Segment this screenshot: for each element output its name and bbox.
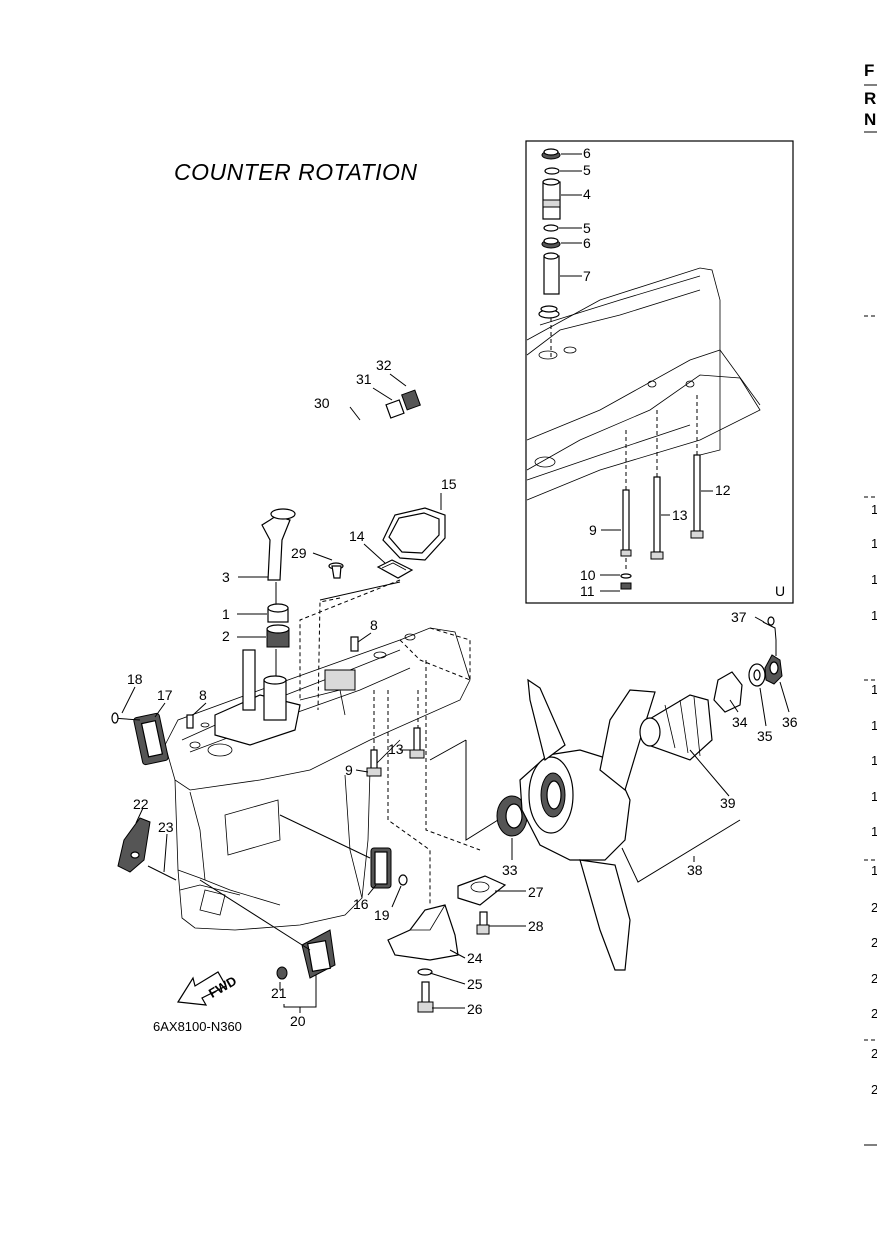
callout-11: 11 — [580, 583, 595, 599]
inset-marker: U — [775, 583, 785, 599]
right-edge-column: F R N 1 1 1 1 1 1 1 1 1 1 2 2 2 2 2 2 — [864, 61, 877, 1146]
edge-row: 1 — [871, 536, 877, 551]
callout-36: 36 — [782, 714, 798, 730]
callout-28: 28 — [528, 918, 544, 934]
callouts: 3 1 2 30 31 32 29 15 14 8 8 17 18 22 23 … — [127, 357, 798, 1034]
callout-24: 24 — [467, 950, 483, 966]
callout-27: 27 — [528, 884, 544, 900]
callout-5: 5 — [583, 220, 591, 236]
callout-8: 8 — [370, 617, 378, 633]
callout-1: 1 — [222, 606, 230, 622]
edge-row: 2 — [871, 971, 877, 986]
edge-row: 1 — [871, 718, 877, 733]
callout-12: 12 — [715, 482, 731, 498]
callout-16: 16 — [353, 896, 369, 912]
callout-6: 6 — [583, 235, 591, 251]
edge-row: 1 — [871, 682, 877, 697]
edge-row: 2 — [871, 1006, 877, 1021]
callout-33: 33 — [502, 862, 518, 878]
callout-32: 32 — [376, 357, 392, 373]
edge-row: 1 — [871, 824, 877, 839]
edge-row: 2 — [871, 900, 877, 915]
callout-2: 2 — [222, 628, 230, 644]
callout-29: 29 — [291, 545, 307, 561]
edge-row: 1 — [871, 502, 877, 517]
callout-17: 17 — [157, 687, 173, 703]
callout-14: 14 — [349, 528, 365, 544]
leader-lines — [121, 373, 790, 1013]
callout-25: 25 — [467, 976, 483, 992]
callout-34: 34 — [732, 714, 748, 730]
callout-39: 39 — [720, 795, 736, 811]
edge-row: 2 — [871, 1082, 877, 1097]
callout-31: 31 — [356, 371, 372, 387]
diagram-title: COUNTER ROTATION — [174, 159, 418, 185]
callout-20: 20 — [290, 1013, 306, 1029]
edge-header-1: F — [864, 61, 874, 80]
callout-30: 30 — [314, 395, 330, 411]
edge-row: 1 — [871, 753, 877, 768]
edge-header-3: N — [864, 110, 876, 129]
callout-4: 4 — [583, 186, 591, 202]
edge-row: 1 — [871, 789, 877, 804]
inset-panel: 6 5 4 5 6 7 9 13 12 10 11 U — [525, 140, 794, 604]
callout-15: 15 — [441, 476, 457, 492]
callout-7: 7 — [583, 268, 591, 284]
callout-9: 9 — [589, 522, 597, 538]
edge-row: 1 — [871, 863, 877, 878]
callout-5: 5 — [583, 162, 591, 178]
callout-18: 18 — [127, 671, 143, 687]
fwd-arrow-icon — [176, 971, 227, 1006]
callout-13: 13 — [388, 741, 404, 757]
callout-38: 38 — [687, 862, 703, 878]
callout-21: 21 — [271, 985, 287, 1001]
callout-22: 22 — [133, 796, 149, 812]
callout-8: 8 — [199, 687, 207, 703]
callout-10: 10 — [580, 567, 596, 583]
callout-13: 13 — [672, 507, 688, 523]
callout-3: 3 — [222, 569, 230, 585]
callout-35: 35 — [757, 728, 773, 744]
edge-row: 2 — [871, 935, 877, 950]
edge-row: 1 — [871, 608, 877, 623]
callout-9: 9 — [345, 762, 353, 778]
callout-19: 19 — [374, 907, 390, 923]
edge-row: 1 — [871, 572, 877, 587]
edge-row: 2 — [871, 1046, 877, 1061]
lower-unit-housing — [111, 389, 783, 1013]
drawing-code: 6AX8100-N360 — [153, 1019, 242, 1034]
callout-23: 23 — [158, 819, 174, 835]
edge-header-2: R — [864, 89, 876, 108]
callout-37: 37 — [731, 609, 747, 625]
callout-6: 6 — [583, 145, 591, 161]
callout-26: 26 — [467, 1001, 483, 1017]
